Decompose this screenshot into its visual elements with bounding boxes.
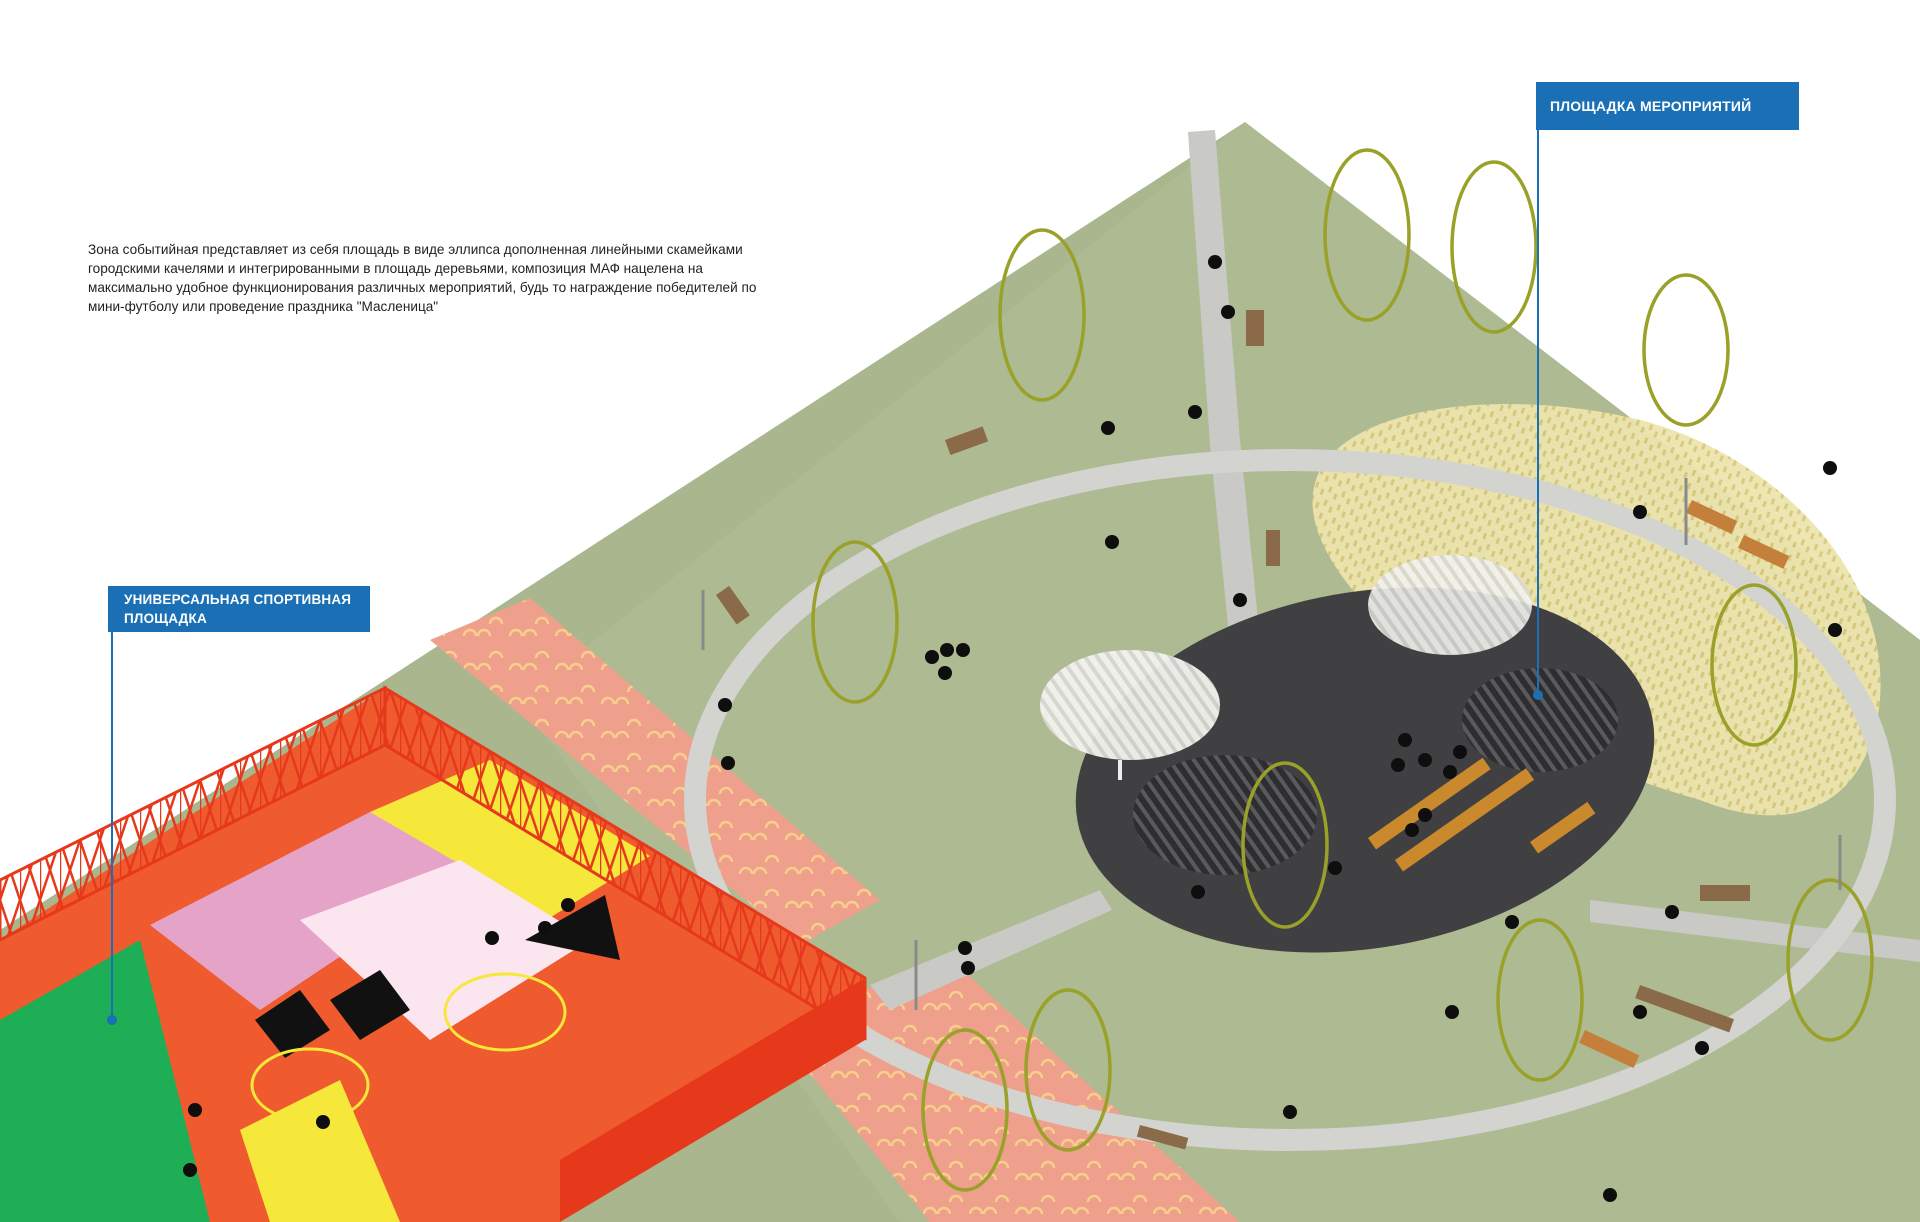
park-benches (715, 310, 1750, 1150)
court-wall-front (560, 978, 865, 1222)
ring-path (684, 449, 1896, 1151)
tree-1 (998, 228, 1086, 402)
court-black-a (525, 895, 620, 960)
plaza-shadow-right (1462, 668, 1618, 772)
tree-8 (1496, 918, 1584, 1082)
lamp-posts (701, 478, 1842, 1010)
event-callout-dot (1533, 690, 1543, 700)
tree-2 (1323, 148, 1411, 322)
main-path-lower (1210, 440, 1262, 665)
sport-callout-dot (107, 1015, 117, 1025)
court-green (0, 940, 210, 1222)
main-path (1188, 130, 1240, 445)
tree-3 (1450, 160, 1538, 334)
salmon-strip-left (430, 598, 880, 945)
court-pink (150, 812, 470, 1010)
plaza-benches (1368, 757, 1596, 872)
event-area-callout: ПЛОЩАДКА МЕРОПРИЯТИЙ (1536, 82, 1799, 130)
tree-7 (1710, 583, 1798, 747)
plaza-shadow-left (1133, 755, 1317, 875)
tree-9 (1786, 878, 1874, 1042)
court-white (300, 860, 590, 1040)
diagonal-path (870, 890, 1112, 1010)
court-center-circle (443, 972, 567, 1052)
court-black-b (255, 990, 330, 1058)
meadow-zone (1312, 404, 1881, 816)
tree-4 (1642, 273, 1730, 427)
tree-11 (1024, 988, 1112, 1152)
tree-5 (811, 540, 899, 704)
tree-10 (921, 1028, 1009, 1192)
canopy-right (1368, 555, 1532, 655)
trees (811, 148, 1874, 1192)
court-yellow (370, 760, 650, 930)
sports-area-callout: УНИВЕРСАЛЬНАЯ СПОРТИВНАЯ ПЛОЩАДКА (108, 586, 370, 632)
zone-description: Зона событийная представляет из себя пло… (88, 242, 757, 314)
people (183, 255, 1842, 1202)
canopy-left (1040, 650, 1220, 760)
court-black-c (330, 970, 410, 1040)
court-circle-lower (250, 1047, 370, 1123)
tree-6 (1241, 761, 1329, 929)
picnic-tables (1579, 500, 1790, 1069)
